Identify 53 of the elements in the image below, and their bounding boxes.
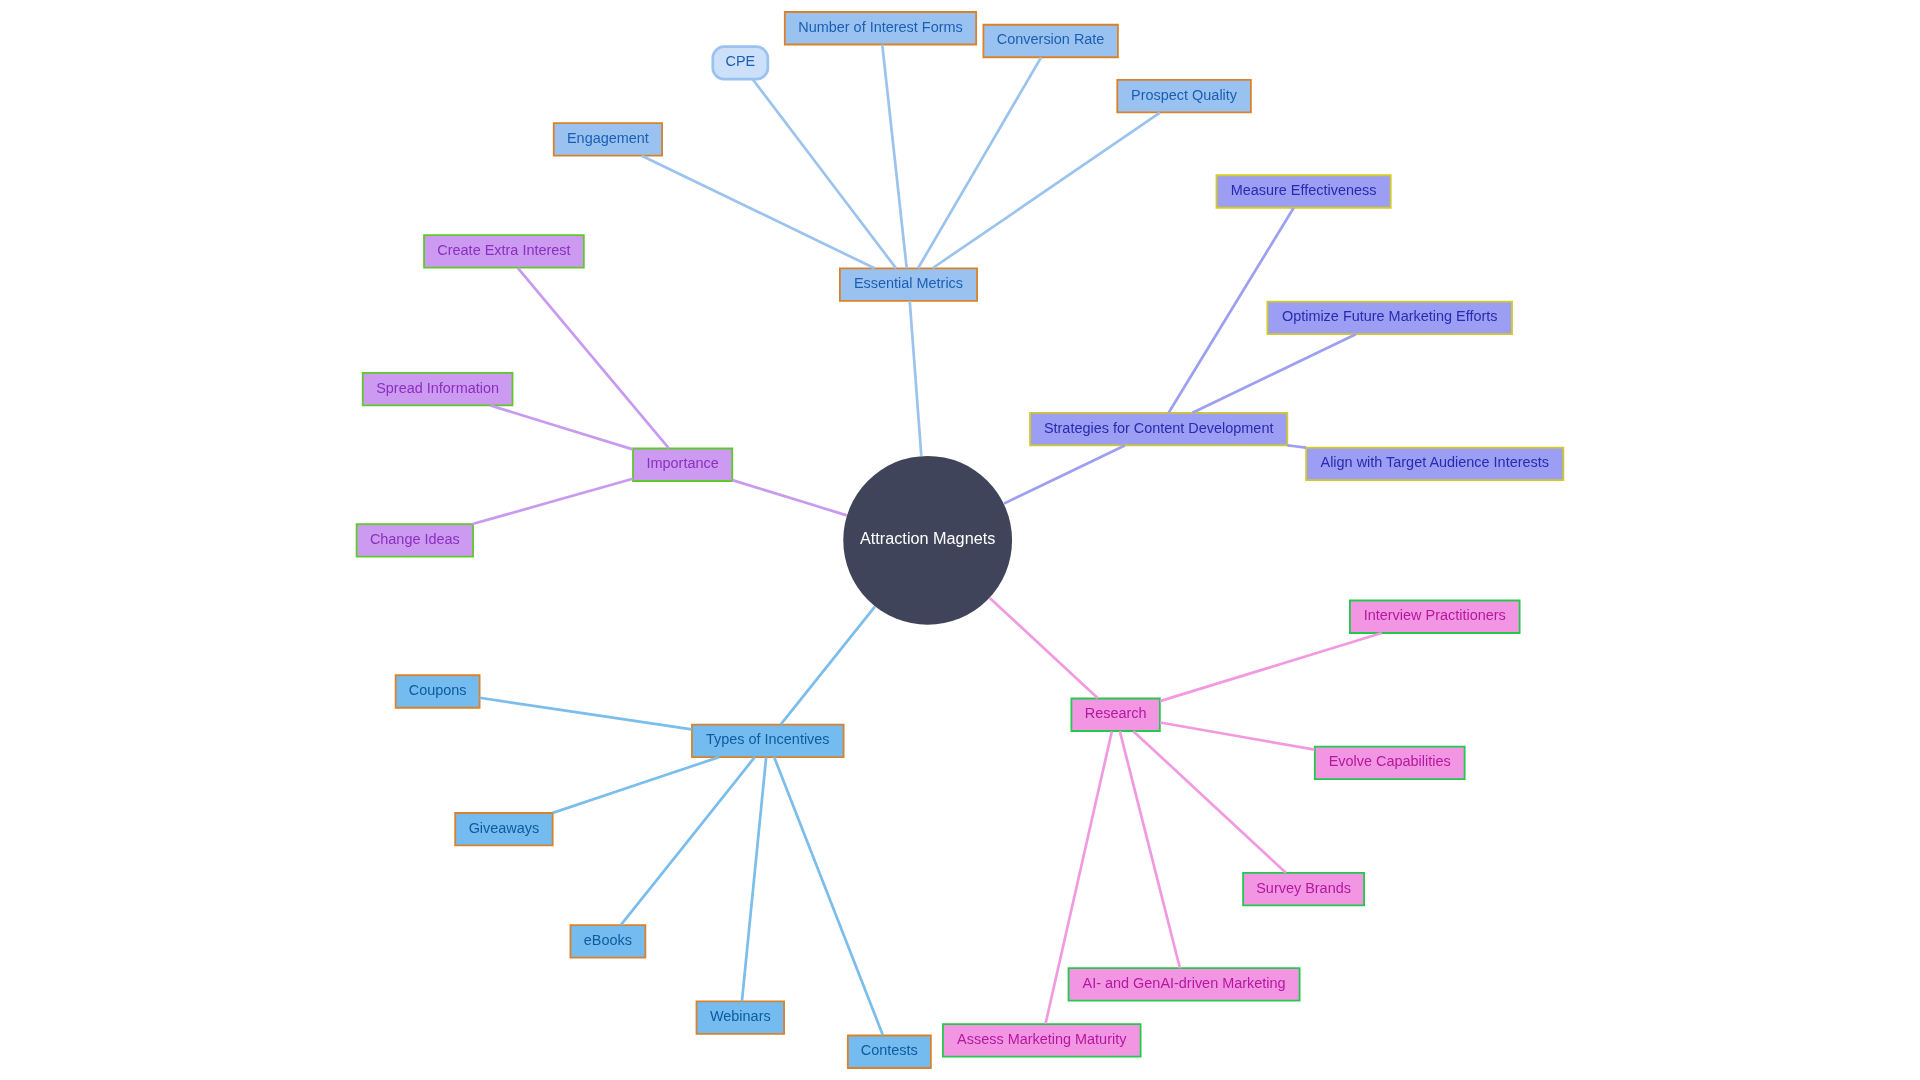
node-box: Spread Information xyxy=(361,372,514,407)
connector xyxy=(479,696,692,731)
node-box: Prospect Quality xyxy=(1116,79,1252,114)
node-box: Essential Metrics xyxy=(839,267,978,302)
node-circle: Attraction Magnets xyxy=(843,455,1013,625)
node-box: Strategies for Content Development xyxy=(1029,411,1289,447)
connector xyxy=(490,404,634,451)
node-box: Engagement xyxy=(552,122,663,157)
node-box: Measure Effectiveness xyxy=(1215,174,1392,209)
connector xyxy=(740,757,768,1002)
node-box: Create Extra Interest xyxy=(423,234,585,269)
connector xyxy=(1287,443,1307,449)
connector xyxy=(908,300,923,456)
connector xyxy=(1159,631,1383,703)
connector xyxy=(619,756,756,926)
connector xyxy=(1044,731,1114,1025)
connector xyxy=(1003,444,1126,505)
connector xyxy=(1167,207,1295,414)
node-box: Giveaways xyxy=(454,812,554,847)
node-box: Conversion Rate xyxy=(982,23,1119,59)
node-box: Optimize Future Marketing Efforts xyxy=(1266,300,1513,335)
node-box: Assess Marketing Maturity xyxy=(942,1023,1142,1058)
node-box: Webinars xyxy=(695,1000,785,1035)
node-box: CPE xyxy=(711,45,770,81)
node-box: Align with Target Audience Interests xyxy=(1305,446,1565,482)
connector xyxy=(880,44,909,269)
connector xyxy=(732,478,848,517)
node-box: Number of Interest Forms xyxy=(783,11,978,46)
node-box: Evolve Capabilities xyxy=(1313,745,1466,780)
node-box: Coupons xyxy=(394,674,481,709)
connector xyxy=(1118,730,1182,969)
connector xyxy=(1132,730,1287,874)
node-box: Research xyxy=(1070,697,1161,732)
connector xyxy=(1191,332,1357,414)
node-box: Contests xyxy=(846,1034,932,1069)
node-box: Change Ideas xyxy=(355,523,474,558)
node-box: Survey Brands xyxy=(1242,872,1365,907)
connector xyxy=(931,111,1161,270)
connector xyxy=(772,756,885,1036)
connector xyxy=(516,267,670,450)
node-box: AI- and GenAI-driven Marketing xyxy=(1067,967,1301,1002)
connector xyxy=(751,78,898,270)
connector xyxy=(641,154,876,270)
connector xyxy=(988,596,1099,700)
node-box: Importance xyxy=(632,447,734,482)
connector xyxy=(472,477,634,526)
connector xyxy=(916,56,1043,269)
node-box: Interview Practitioners xyxy=(1349,599,1521,634)
node-box: Types of Incentives xyxy=(691,723,845,758)
node-box: eBooks xyxy=(569,924,647,959)
connector xyxy=(1159,721,1315,751)
connector xyxy=(779,605,876,726)
connector xyxy=(552,755,720,815)
